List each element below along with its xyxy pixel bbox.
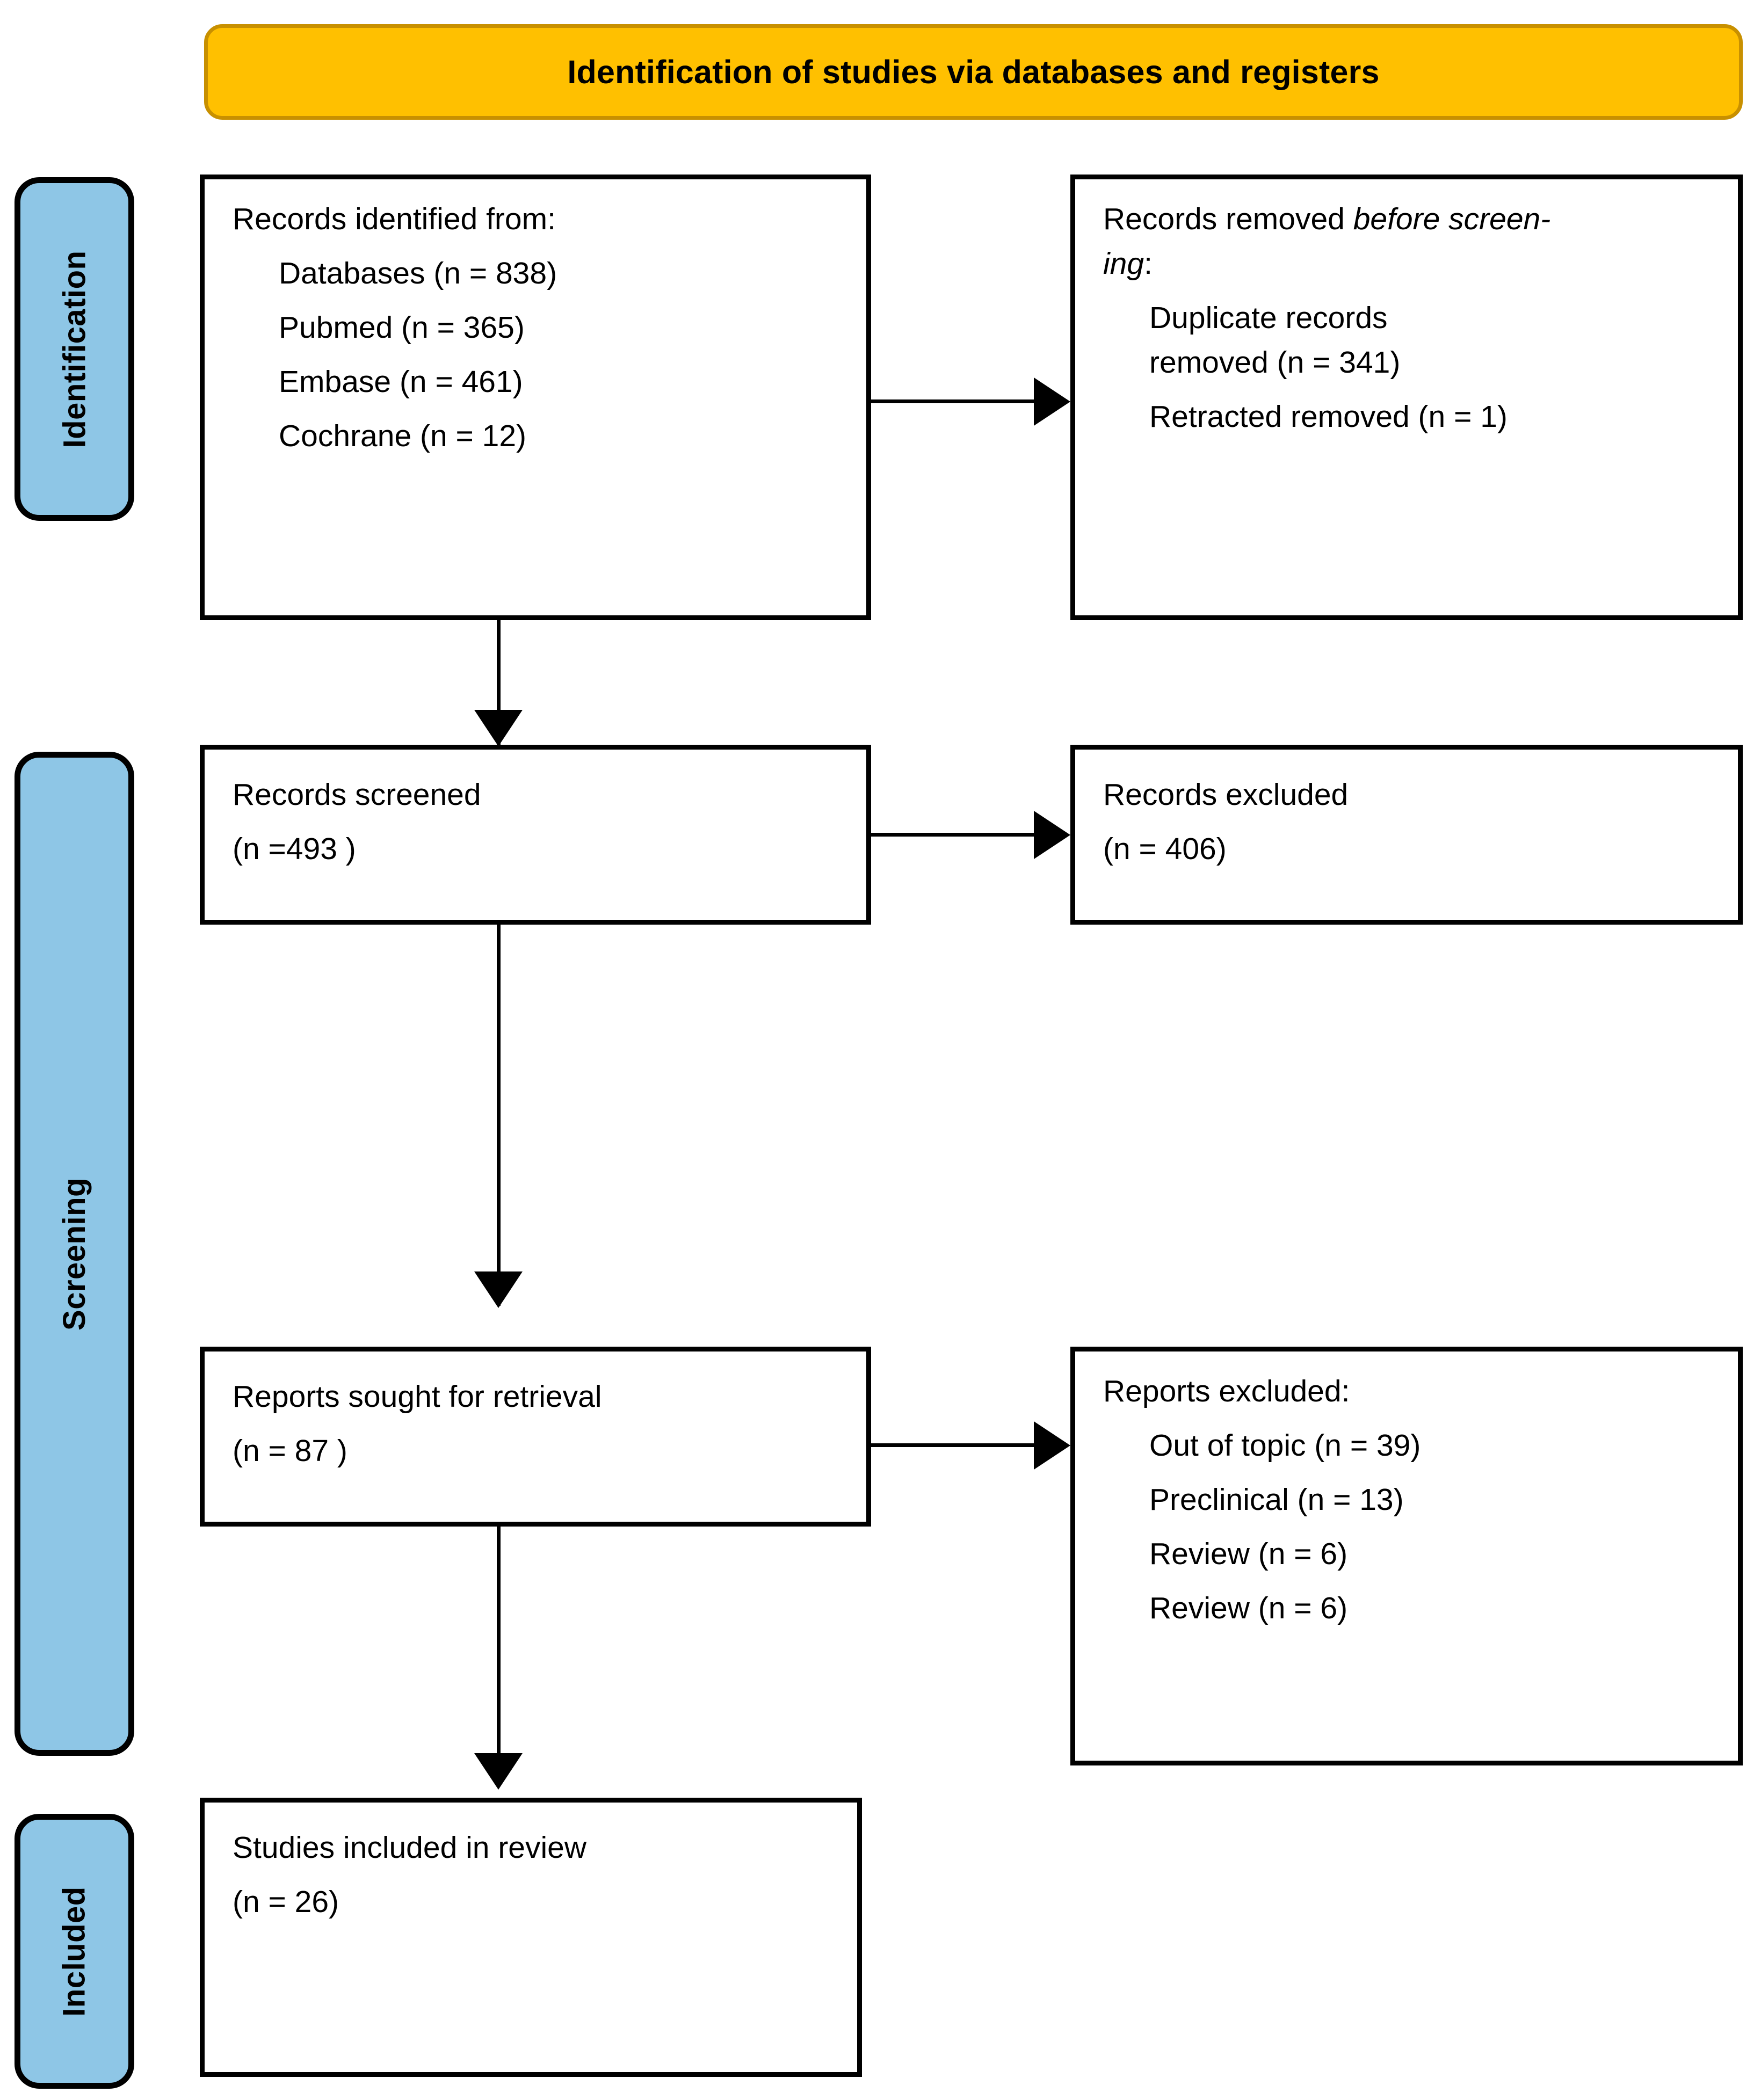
- box-reports-excluded[interactable]: Reports excluded: Out of topic (n = 39) …: [1070, 1347, 1743, 1765]
- box-reports-sought[interactable]: Reports sought for retrieval (n = 87 ): [200, 1347, 871, 1527]
- records-removed-heading-italic-1: before screen-: [1353, 202, 1551, 236]
- records-removed-heading-suffix: :: [1144, 246, 1153, 281]
- records-removed-item-duplicate-line2: removed (n = 341): [1149, 345, 1401, 380]
- records-screened-heading: Records screened: [233, 777, 481, 812]
- box-reports-sought-content: Reports sought for retrieval (n = 87 ): [205, 1351, 866, 1466]
- box-records-removed-content: Records removed before screen- ing: Dupl…: [1075, 179, 1738, 432]
- studies-included-count: (n = 26): [233, 1885, 339, 1919]
- stage-banner-identification: Identification of studies via databases …: [204, 24, 1743, 120]
- box-records-removed[interactable]: Records removed before screen- ing: Dupl…: [1070, 175, 1743, 620]
- connector-sought-to-reports-excluded-line: [871, 1443, 1035, 1447]
- reports-sought-heading: Reports sought for retrieval: [233, 1379, 602, 1414]
- box-records-screened-content: Records screened (n =493 ): [205, 750, 866, 864]
- banner-title: Identification of studies via databases …: [567, 54, 1380, 90]
- connector-sought-to-reports-excluded-arrowhead: [1034, 1421, 1070, 1470]
- box-records-identified[interactable]: Records identified from: Databases (n = …: [200, 175, 871, 620]
- reports-excluded-item-review-2: Review (n = 6): [1149, 1591, 1348, 1625]
- connector-identified-to-screened-line: [497, 620, 501, 745]
- connector-identified-to-removed-line: [871, 399, 1035, 403]
- stage-tab-identification[interactable]: Identification: [15, 177, 134, 521]
- reports-sought-count: (n = 87 ): [233, 1434, 347, 1468]
- connector-screened-to-sought-arrowhead: [474, 1271, 523, 1308]
- records-identified-item-cochrane: Cochrane (n = 12): [279, 419, 527, 453]
- box-records-identified-content: Records identified from: Databases (n = …: [205, 179, 866, 452]
- connector-sought-to-included-arrowhead: [474, 1753, 523, 1790]
- box-reports-excluded-content: Reports excluded: Out of topic (n = 39) …: [1075, 1351, 1738, 1624]
- stage-tab-included[interactable]: Included: [15, 1814, 134, 2089]
- records-removed-item-retracted: Retracted removed (n = 1): [1149, 399, 1508, 434]
- records-identified-item-databases: Databases (n = 838): [279, 256, 557, 290]
- records-removed-heading-prefix: Records removed: [1103, 202, 1353, 236]
- stage-tab-identification-label: Identification: [57, 250, 92, 448]
- records-removed-heading-line1: Records removed before screen-: [1103, 204, 1738, 235]
- studies-included-heading: Studies included in review: [233, 1830, 587, 1865]
- connector-identified-to-removed-arrowhead: [1034, 377, 1070, 426]
- stage-tab-screening[interactable]: Screening: [15, 752, 134, 1756]
- connector-screened-to-sought-line: [497, 925, 501, 1306]
- connector-identified-to-screened-arrowhead: [474, 710, 523, 746]
- box-records-excluded-content: Records excluded (n = 406): [1075, 750, 1738, 864]
- connector-screened-to-excluded-line: [871, 833, 1035, 837]
- reports-excluded-item-review-1: Review (n = 6): [1149, 1537, 1348, 1571]
- reports-excluded-heading: Reports excluded:: [1103, 1374, 1350, 1408]
- records-identified-item-pubmed: Pubmed (n = 365): [279, 310, 525, 345]
- reports-excluded-item-preclinical: Preclinical (n = 13): [1149, 1483, 1404, 1517]
- records-removed-heading-line2: ing:: [1103, 249, 1738, 279]
- records-screened-count: (n =493 ): [233, 832, 356, 866]
- reports-excluded-item-out-of-topic: Out of topic (n = 39): [1149, 1428, 1421, 1463]
- records-identified-heading: Records identified from:: [233, 202, 556, 236]
- box-records-screened[interactable]: Records screened (n =493 ): [200, 745, 871, 925]
- box-studies-included-content: Studies included in review (n = 26): [205, 1803, 857, 1917]
- records-excluded-heading: Records excluded: [1103, 777, 1349, 812]
- records-identified-item-embase: Embase (n = 461): [279, 365, 523, 399]
- records-excluded-count: (n = 406): [1103, 832, 1227, 866]
- records-removed-item-duplicate-line1: Duplicate records: [1149, 301, 1388, 335]
- box-studies-included[interactable]: Studies included in review (n = 26): [200, 1798, 862, 2077]
- records-removed-heading-italic-2: ing: [1103, 246, 1144, 281]
- stage-tab-included-label: Included: [57, 1886, 92, 2017]
- stage-tab-screening-label: Screening: [57, 1177, 92, 1331]
- connector-screened-to-excluded-arrowhead: [1034, 811, 1070, 859]
- connector-sought-to-included-line: [497, 1527, 501, 1784]
- box-records-excluded[interactable]: Records excluded (n = 406): [1070, 745, 1743, 925]
